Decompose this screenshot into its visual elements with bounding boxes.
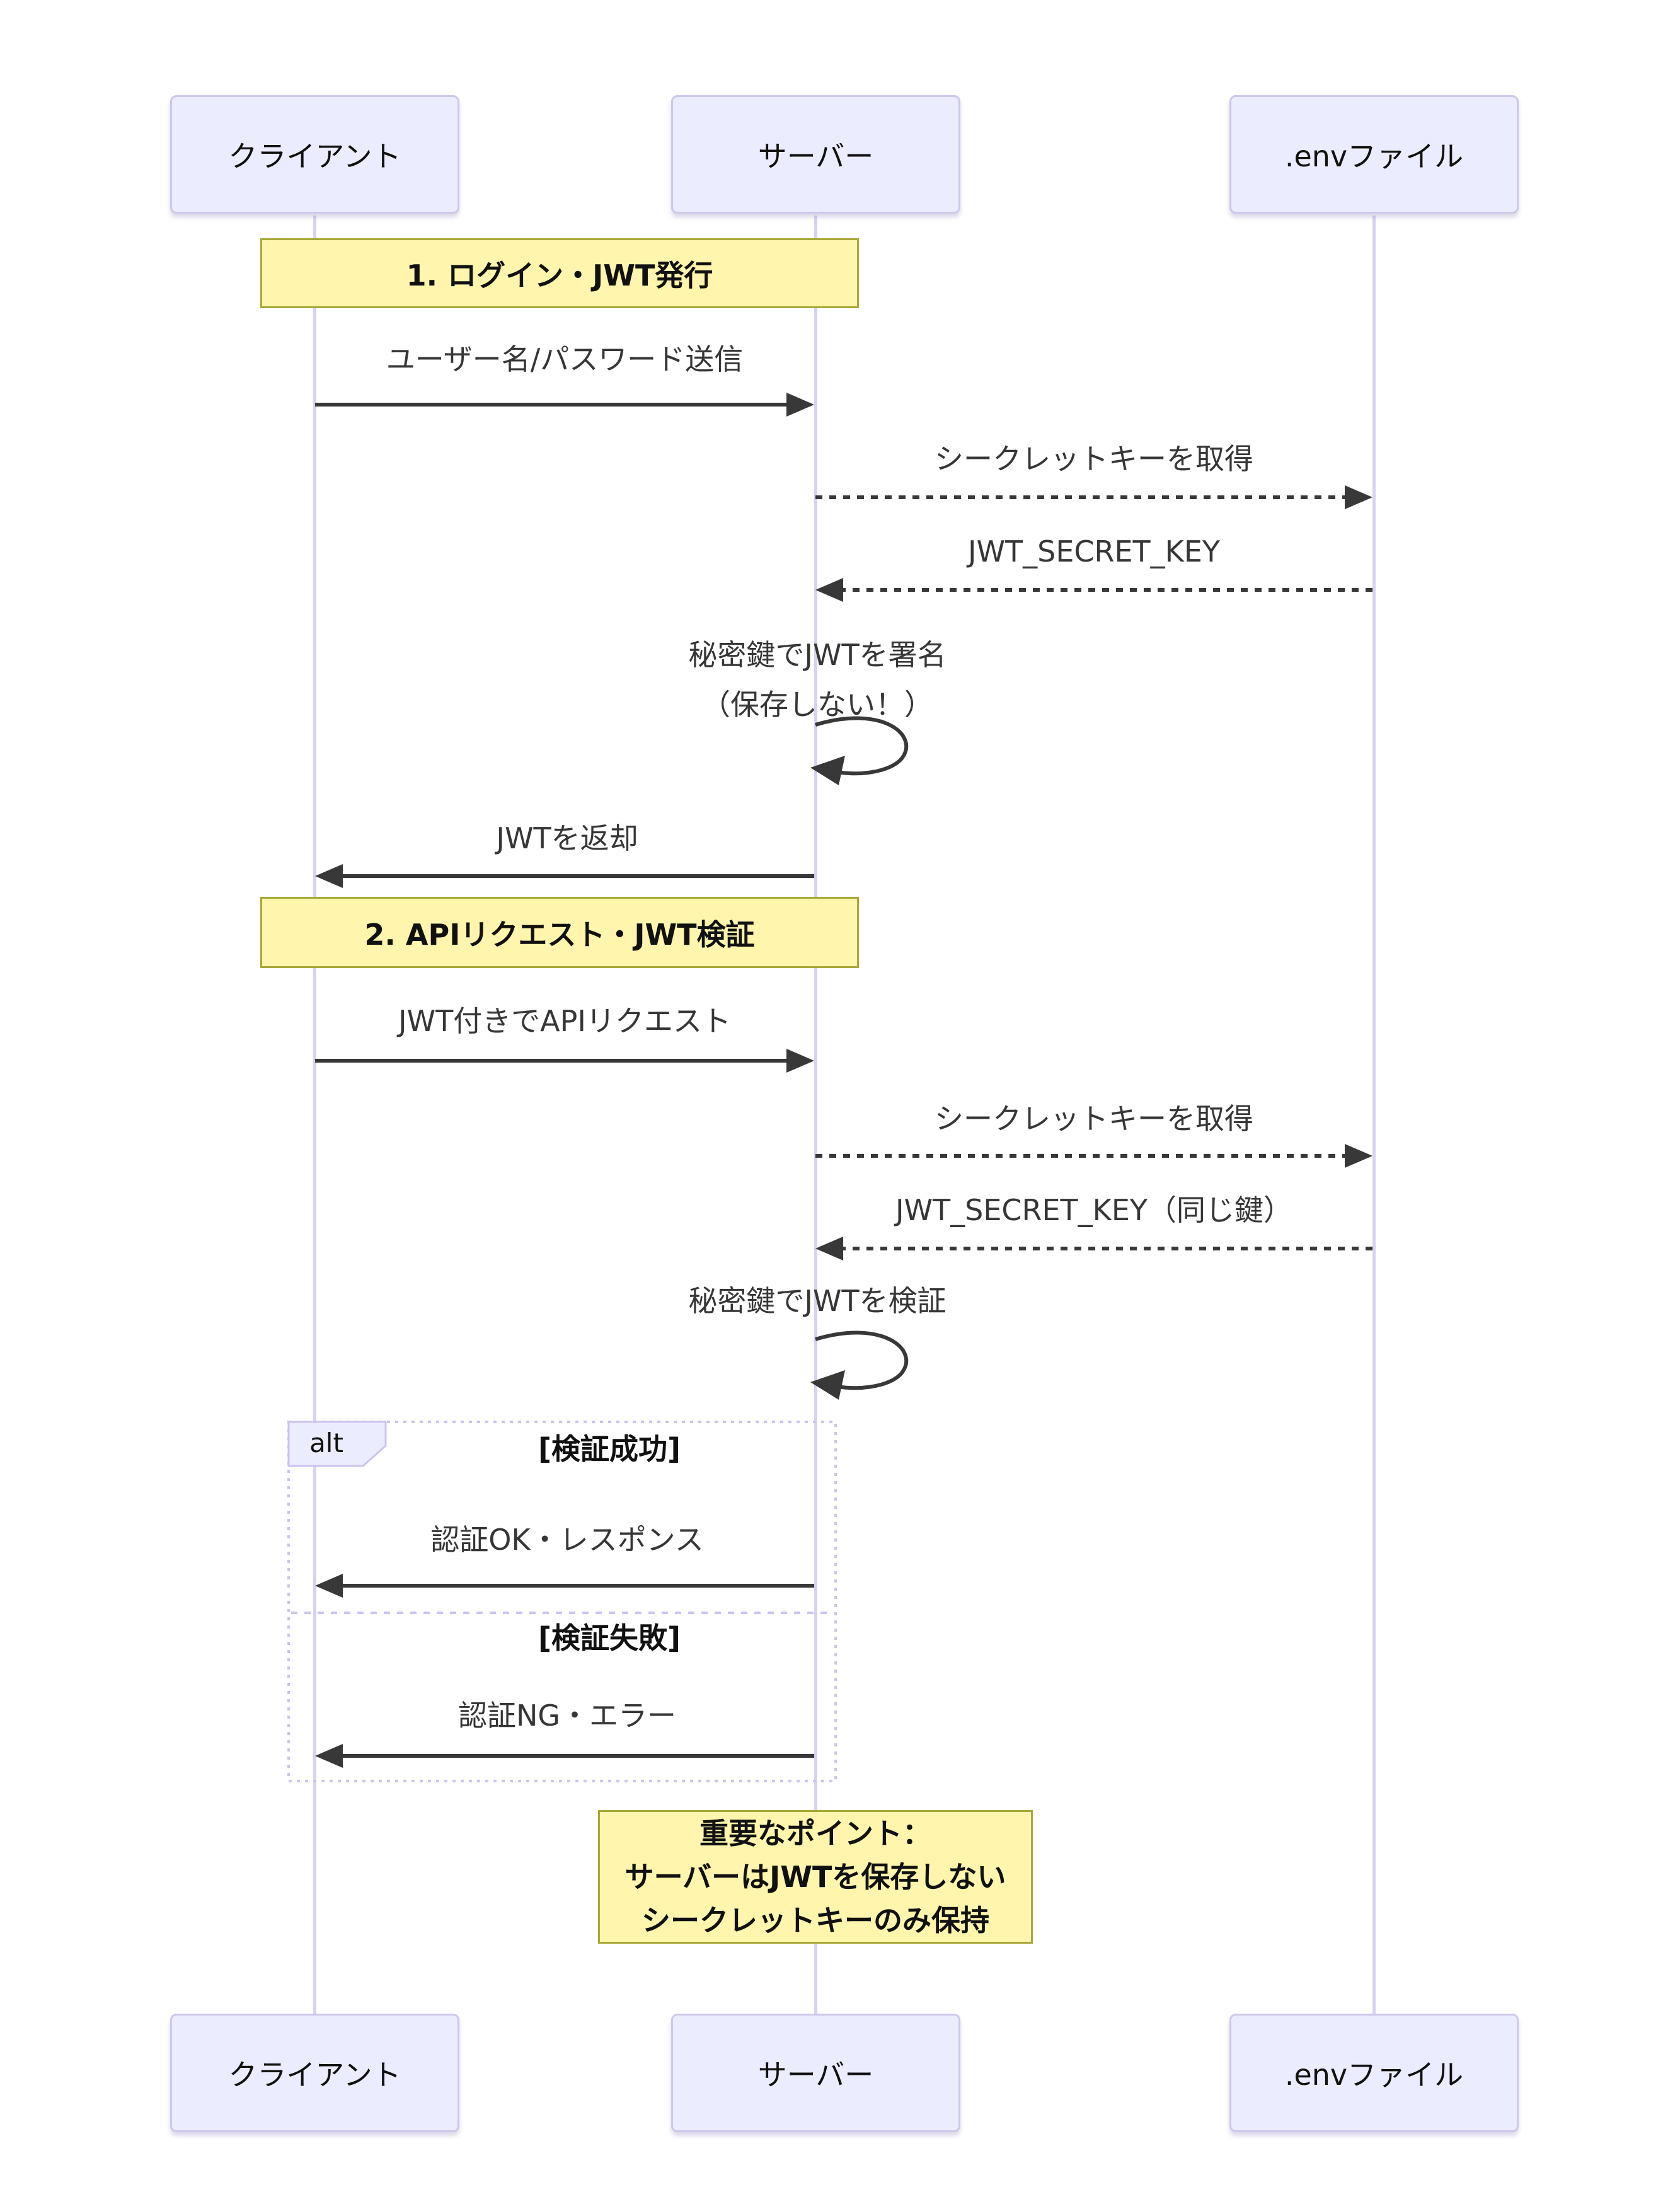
actor-box-env-bottom: .envファイル — [1229, 2014, 1519, 2132]
message-label-11: 認証NG・エラー — [457, 1699, 677, 1733]
actor-label-env: .envファイル — [1284, 139, 1464, 173]
alt-label-shape — [287, 1421, 387, 1467]
message-label-3: JWT_SECRET_KEY — [968, 534, 1220, 568]
important-note: 重要なポイント： サーバーはJWTを保存しない シークレットキーのみ保持 — [598, 1810, 1033, 1944]
lifeline-client — [313, 216, 316, 2014]
arrowhead-msg1 — [786, 393, 814, 417]
message-label-9: 秘密鍵でJWTを検証 — [688, 1284, 946, 1318]
arrowhead-msg11 — [315, 1744, 343, 1768]
message-label-7: シークレットキーを取得 — [935, 1102, 1253, 1136]
alt-condition-success: [検証成功] — [538, 1432, 681, 1466]
lifeline-server — [814, 216, 817, 2014]
actor-box-server-bottom: サーバー — [671, 2014, 960, 2132]
self-loop-sign-arrowhead — [810, 756, 845, 785]
actor-label-client: クライアント — [228, 139, 401, 173]
actor-label-server: サーバー — [757, 139, 874, 173]
message-label-1: ユーザー名/パスワード送信 — [386, 342, 744, 376]
important-note-label: 重要なポイント： サーバーはJWTを保存しない シークレットキーのみ保持 — [624, 1816, 1006, 1937]
alt-keyword: alt — [309, 1427, 343, 1458]
section-note-1-label: 1. ログイン・JWT発行 — [406, 258, 713, 292]
actor-box-client-top: クライアント — [170, 95, 459, 214]
actor-box-env-top: .envファイル — [1229, 95, 1519, 214]
message-label-6: JWT付きでAPIリクエスト — [398, 1004, 731, 1038]
section-note-1: 1. ログイン・JWT発行 — [260, 238, 859, 308]
arrowhead-msg10 — [315, 1574, 343, 1598]
message-label-4: 秘密鍵でJWTを署名 （保存しない！） — [688, 638, 946, 722]
arrowhead-msg6 — [786, 1049, 814, 1073]
alt-condition-failure: [検証失敗] — [538, 1621, 681, 1655]
arrowhead-msg2 — [1345, 485, 1372, 509]
arrowhead-msg7 — [1345, 1144, 1372, 1168]
self-loop-verify-arrowhead — [810, 1370, 845, 1400]
section-note-2-label: 2. APIリクエスト・JWT検証 — [364, 917, 755, 952]
actor-label-client: クライアント — [228, 2058, 401, 2092]
message-label-10: 認証OK・レスポンス — [430, 1523, 704, 1557]
message-label-5: JWTを返却 — [496, 821, 638, 855]
message-label-2: シークレットキーを取得 — [935, 442, 1253, 476]
actor-box-server-top: サーバー — [671, 95, 960, 214]
message-label-8: JWT_SECRET_KEY（同じ鍵） — [895, 1193, 1292, 1227]
self-loop-verify — [815, 1330, 909, 1390]
self-loop-sign — [815, 716, 909, 776]
lifeline-env — [1372, 216, 1376, 2014]
actor-label-server: サーバー — [757, 2058, 874, 2092]
arrowhead-msg5 — [315, 864, 343, 888]
arrowhead-msg8 — [815, 1237, 843, 1261]
actor-box-client-bottom: クライアント — [170, 2014, 459, 2132]
alt-frame — [287, 1421, 837, 1782]
section-note-2: 2. APIリクエスト・JWT検証 — [260, 897, 859, 968]
arrowhead-msg3 — [815, 578, 843, 602]
actor-label-env: .envファイル — [1284, 2058, 1464, 2092]
